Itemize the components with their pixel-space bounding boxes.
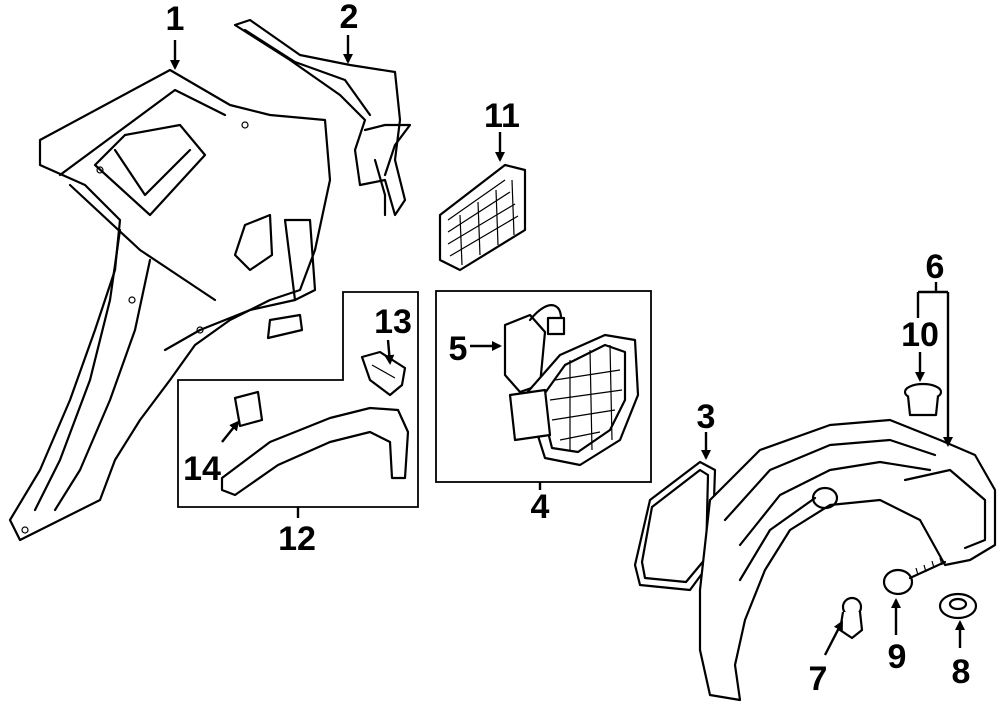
callout-1: 1 — [166, 0, 185, 38]
callout-4: 4 — [531, 488, 550, 526]
callout-13: 13 — [374, 303, 412, 341]
callout-7: 7 — [809, 660, 828, 698]
nut-8-part — [938, 592, 978, 620]
fuel-door-part — [633, 460, 717, 592]
callout-9: 9 — [888, 638, 907, 676]
assembly-box-12 — [177, 291, 419, 508]
fuel-door-housing-part — [508, 333, 640, 467]
screw-9-part — [882, 557, 947, 596]
callout-11: 11 — [484, 97, 520, 135]
leader-lines — [170, 35, 965, 656]
grommet-10-part — [903, 382, 943, 417]
inner-panel-part — [233, 18, 412, 217]
callout-8: 8 — [952, 653, 971, 691]
callout-3: 3 — [697, 398, 716, 436]
vent-grille-part — [438, 163, 527, 272]
actuator-part — [503, 304, 566, 394]
push-clip-7-part — [838, 596, 864, 640]
tab-part — [233, 390, 264, 428]
clip-part — [360, 350, 407, 397]
callout-12: 12 — [278, 520, 316, 558]
callout-5: 5 — [449, 330, 468, 368]
assembly-box-4 — [435, 290, 652, 483]
arch-moulding-part — [220, 406, 410, 497]
callout-2: 2 — [340, 0, 359, 36]
wheel-liner-part — [698, 418, 997, 702]
quarter-panel-part — [8, 68, 332, 542]
callout-6: 6 — [926, 248, 945, 286]
callout-10: 10 — [901, 316, 939, 354]
callout-14: 14 — [183, 450, 221, 488]
